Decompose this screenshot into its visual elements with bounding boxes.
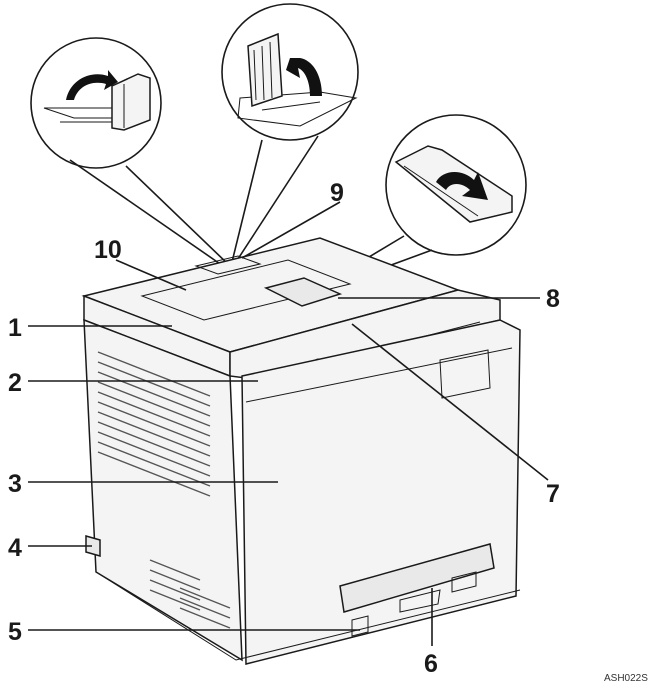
curved-arrow-icon xyxy=(436,171,488,200)
callout-9: 9 xyxy=(330,179,344,207)
side-vents xyxy=(97,351,231,629)
callout-4: 4 xyxy=(8,534,22,562)
callout-3: 3 xyxy=(8,470,22,498)
detail-circle-center xyxy=(221,3,359,141)
callout-6: 6 xyxy=(424,650,438,678)
left-side-panel xyxy=(83,318,243,662)
detail-circle-right xyxy=(385,114,527,256)
callout-8: 8 xyxy=(546,285,560,313)
curved-arrow-icon xyxy=(66,70,118,100)
front-cover xyxy=(241,319,521,665)
callout-5: 5 xyxy=(8,618,22,646)
callout-1: 1 xyxy=(8,314,22,342)
figure-code: ASH022S xyxy=(604,673,648,684)
callout-10: 10 xyxy=(94,236,122,264)
callout-7: 7 xyxy=(546,480,560,508)
curved-arrow-icon xyxy=(286,58,322,96)
detail-circle-left xyxy=(30,37,162,169)
callout-2: 2 xyxy=(8,369,22,397)
stopper-part xyxy=(263,277,343,307)
paper-tray xyxy=(339,543,495,613)
